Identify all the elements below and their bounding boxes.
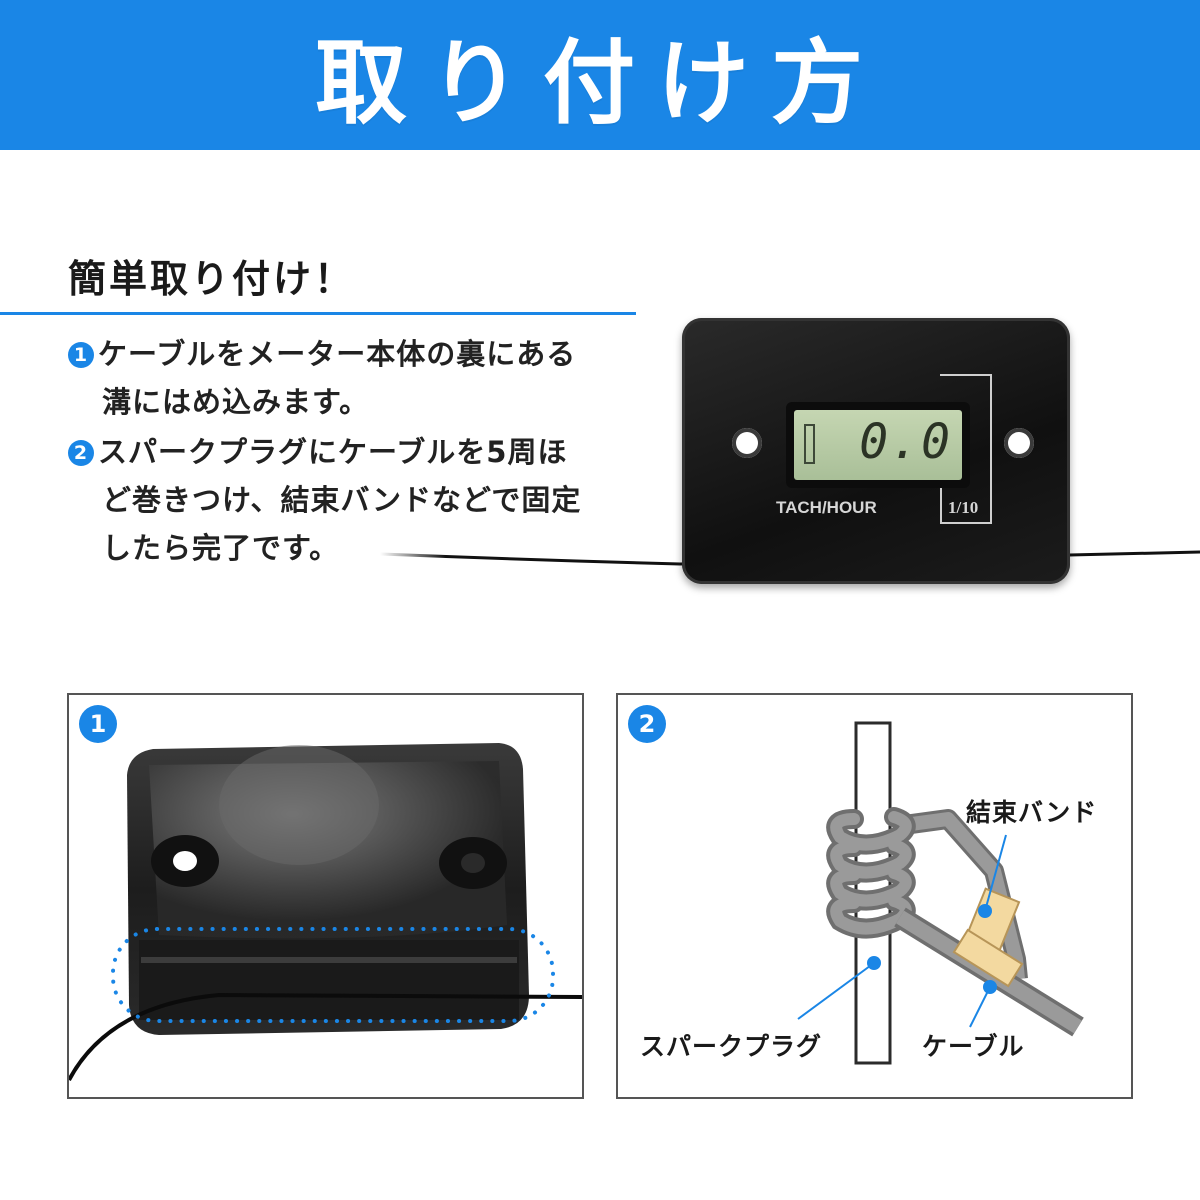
step-2-panel: 2 結束バンド スパークプラグ ケーブル	[616, 693, 1133, 1099]
meter-cable	[380, 550, 1200, 566]
lcd-display: 0.0	[786, 402, 970, 488]
mounting-hole	[732, 428, 762, 458]
meter-scale: 1/10	[948, 498, 979, 517]
step-text-line: ケーブルをメーター本体の裏にある	[98, 337, 577, 371]
title-banner: 取り付け方	[0, 0, 1200, 150]
step-text-line: 溝にはめ込みます。	[102, 385, 370, 419]
page-title: 取り付け方	[314, 29, 885, 137]
meter-back-illustration	[69, 743, 582, 1081]
spark-plug-label: スパークプラグ	[640, 1032, 823, 1061]
step-number-badge: 2	[68, 440, 94, 466]
step-1-panel: 1	[67, 693, 584, 1099]
step-text-line: スパークプラグにケーブルを5周ほ	[98, 435, 568, 469]
cable-tie-label: 結束バンド	[966, 798, 1098, 827]
mounting-hole	[1004, 428, 1034, 458]
step-badge: 2	[628, 705, 666, 743]
lcd-reading: 0.0	[859, 414, 952, 470]
hourglass-icon	[804, 424, 815, 464]
meter-label: TACH/HOUR	[776, 498, 877, 517]
heading-divider	[0, 312, 636, 315]
hour-meter: 0.0 TACH/HOUR 1/10	[682, 318, 1070, 584]
step-number-badge: 1	[68, 342, 94, 368]
cable-label: ケーブル	[922, 1032, 1025, 1061]
step-text-line: したら完了です。	[102, 531, 340, 565]
scale-bracket	[940, 374, 992, 522]
step-badge: 1	[79, 705, 117, 743]
spark-plug-diagram	[797, 721, 1084, 1065]
section-heading: 簡単取り付け！	[68, 257, 356, 301]
step-text-line: ど巻きつけ、結束バンドなどで固定	[102, 483, 582, 517]
